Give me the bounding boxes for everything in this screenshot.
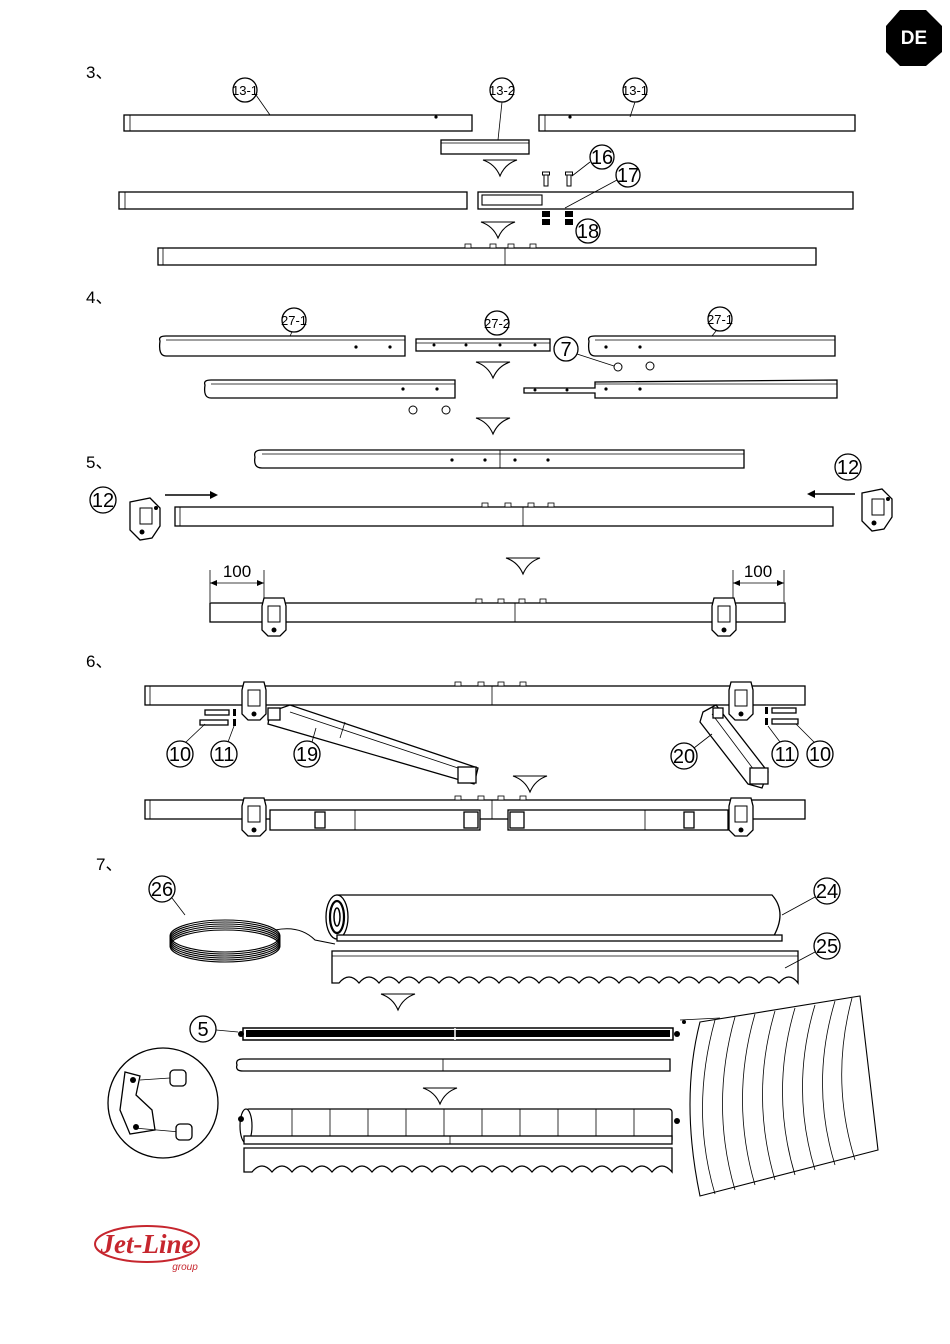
push-arrow-right — [807, 490, 855, 498]
fabric-perspective — [680, 996, 878, 1196]
arrow-down-step7-a — [381, 994, 415, 1010]
folded-arm-left — [270, 810, 480, 830]
cord-coil-26 — [170, 920, 335, 962]
callout-13-1-left: 13-1 — [232, 83, 258, 98]
wall-bracket-mounted-left — [262, 598, 286, 636]
front-profile-step7 — [237, 1059, 670, 1071]
wall-bracket-12-left — [130, 498, 160, 540]
rail-assembled-left — [119, 192, 467, 209]
step-5: 5、 12 12 — [86, 450, 892, 636]
callout-12-right: 12 — [837, 457, 859, 479]
washer-11-right — [765, 707, 768, 725]
step-7-number: 7、 — [96, 855, 122, 874]
push-arrow-left — [165, 491, 218, 499]
step-7: 7、 26 24 25 — [96, 855, 878, 1196]
callout-26: 26 — [151, 879, 173, 901]
language-badge: DE — [886, 10, 942, 66]
logo-name: Jet-Line — [100, 1229, 194, 1259]
callout-10-left: 10 — [169, 744, 191, 766]
pin-10-right — [772, 708, 798, 724]
callout-19: 19 — [296, 744, 318, 766]
awning-rolled-assembly — [238, 1109, 680, 1172]
back-rail-with-brackets — [210, 599, 785, 622]
back-rail-joined — [175, 503, 833, 526]
rail-segment-right — [539, 115, 855, 131]
arrow-down-step4-a — [476, 362, 510, 378]
language-badge-text: DE — [901, 28, 927, 49]
front-profile-assembly-right — [524, 380, 837, 398]
step-3-number: 3、 — [86, 63, 112, 82]
nut-18-d — [565, 219, 573, 225]
bracket-step6-assembled-right — [729, 798, 753, 836]
wall-bracket-mounted-right — [712, 598, 736, 636]
callout-11-right: 11 — [775, 744, 796, 766]
washer-11-left — [233, 709, 236, 726]
nut-18-b — [565, 211, 573, 217]
arrow-down-step5 — [506, 558, 540, 574]
callout-13-2: 13-2 — [489, 83, 515, 98]
callout-18: 18 — [577, 221, 599, 243]
callout-27-2: 27-2 — [484, 316, 510, 331]
step-5-number: 5、 — [86, 453, 112, 472]
callout-13-1-right: 13-1 — [622, 83, 648, 98]
bolt-16-a — [543, 172, 550, 186]
arrow-down-step4-b — [476, 418, 510, 434]
front-profile-joined — [255, 450, 744, 468]
dimension-left-value: 100 — [223, 562, 251, 581]
callout-10-right: 10 — [809, 744, 831, 766]
rail-joiner — [441, 140, 529, 154]
arrow-down-step7-b — [423, 1088, 457, 1104]
roller-tube — [238, 1028, 680, 1040]
end-cap-detail — [108, 1048, 218, 1158]
callout-5: 5 — [197, 1019, 208, 1041]
callout-17: 17 — [617, 165, 639, 187]
pin-10-left — [200, 710, 229, 725]
bracket-step6-assembled-left — [242, 798, 266, 836]
arrow-down-step3-a — [483, 160, 517, 176]
callout-11-left: 11 — [214, 744, 235, 766]
callout-24: 24 — [816, 881, 838, 903]
fabric-roll-24 — [326, 895, 782, 941]
front-profile-right — [589, 336, 835, 356]
rail-assembled-right — [478, 192, 853, 209]
screws-7-bottom — [409, 406, 450, 414]
dimension-right: 100 — [733, 562, 784, 602]
dimension-right-value: 100 — [744, 562, 772, 581]
callout-12-left: 12 — [92, 490, 114, 512]
bracket-step6-left — [242, 682, 266, 720]
front-profile-joiner — [416, 339, 550, 351]
dimension-left: 100 — [210, 562, 264, 602]
step-4: 4、 27-1 27-2 27-1 7 — [86, 288, 837, 434]
jet-line-logo: Jet-Line group — [95, 1226, 199, 1273]
logo-sub: group — [172, 1262, 198, 1273]
rail-segment-left — [124, 115, 472, 131]
folded-arm-right — [508, 810, 728, 830]
nut-18-a — [542, 211, 550, 217]
bolt-16-b — [566, 172, 573, 186]
callout-27-1-right: 27-1 — [707, 312, 733, 327]
callout-7: 7 — [560, 339, 571, 361]
screws-7-top — [614, 362, 654, 371]
step-3: 3、 13-1 13-2 13-1 16 — [86, 63, 855, 265]
wall-bracket-12-right — [862, 489, 892, 531]
callout-25: 25 — [816, 936, 838, 958]
arrow-down-step6 — [513, 776, 547, 792]
bracket-step6-right — [729, 682, 753, 720]
arrow-down-step3-b — [481, 222, 515, 238]
nut-18-c — [542, 219, 550, 225]
callout-20: 20 — [673, 746, 695, 768]
front-profile-assembly-left — [205, 380, 455, 398]
step-4-number: 4、 — [86, 288, 112, 307]
valance-25 — [332, 951, 798, 983]
rail-joined — [158, 244, 816, 265]
callout-16: 16 — [591, 147, 613, 169]
step-6: 6、 10 11 — [86, 652, 833, 836]
callout-27-1-left: 27-1 — [281, 313, 307, 328]
front-profile-left — [160, 336, 405, 356]
step-6-number: 6、 — [86, 652, 112, 671]
